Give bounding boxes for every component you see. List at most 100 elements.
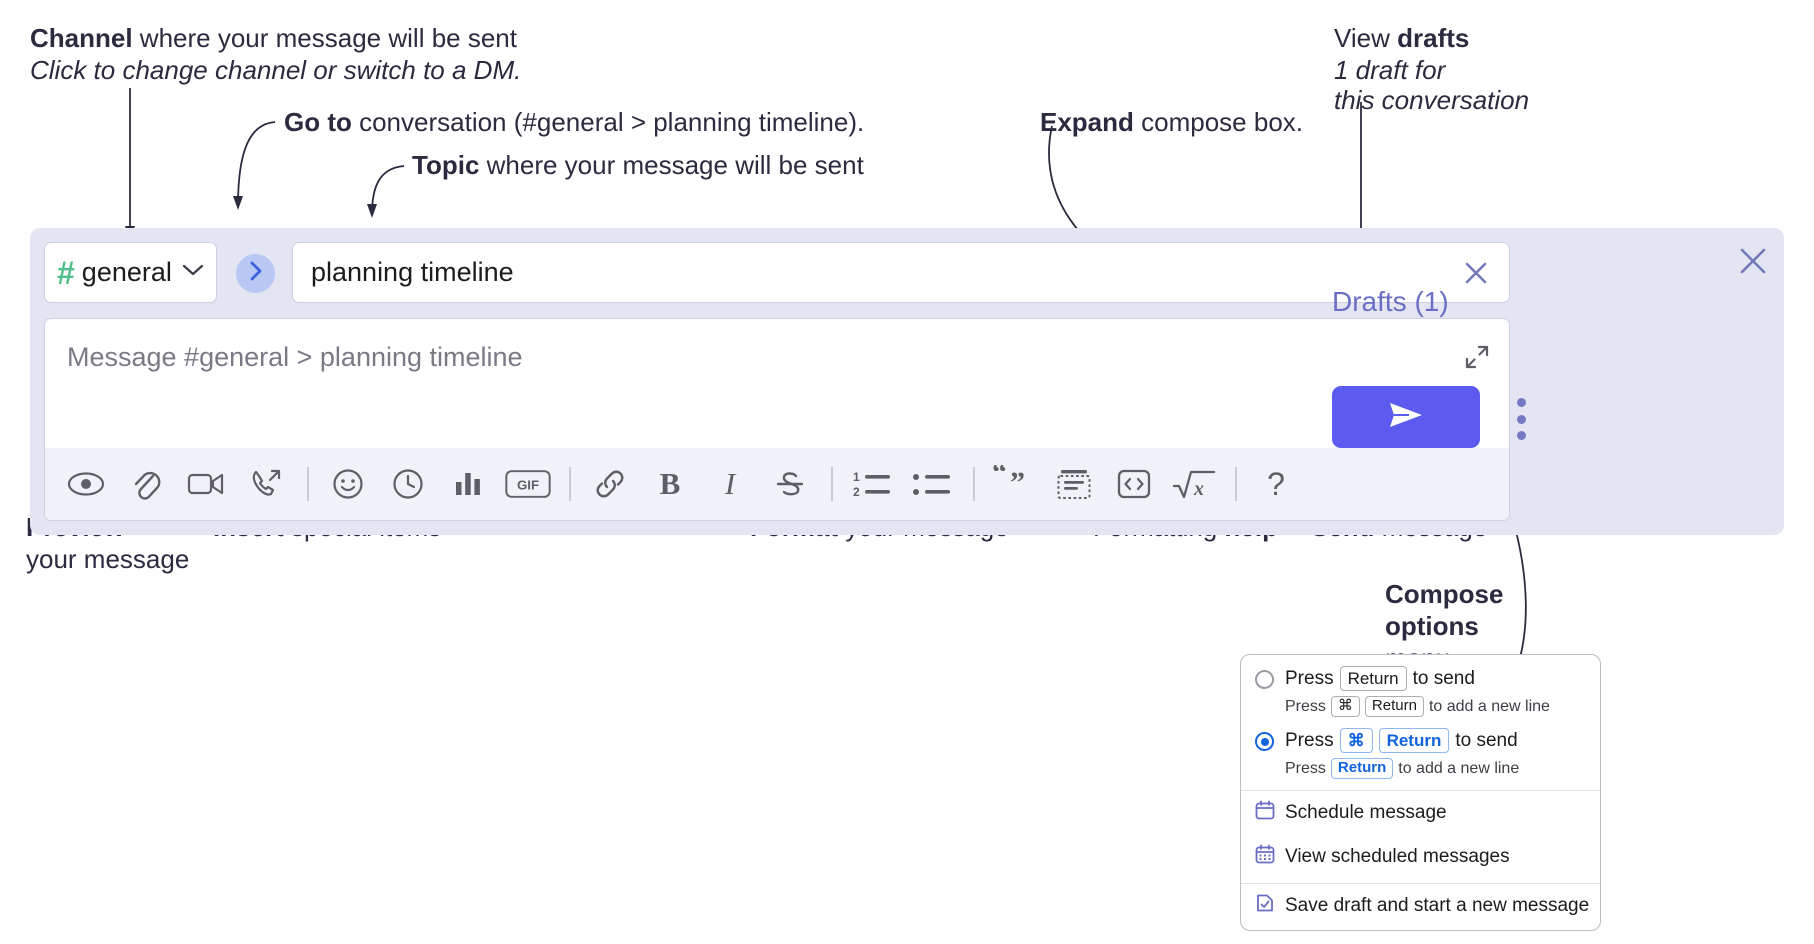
send-option-cmd-return[interactable]: Press ⌘ Return to send Press Return to a… [1241,717,1600,779]
poll-button[interactable] [445,461,491,507]
bold-label: B [659,466,681,501]
italic-button[interactable]: I [707,461,753,507]
menu-item-view-scheduled-messages[interactable]: View scheduled messages [1241,835,1600,879]
annotation-drafts-bold: drafts [1397,23,1470,53]
key-return: Return [1378,728,1450,754]
toolbar-divider [973,467,975,501]
send-paper-plane-icon [1383,398,1429,437]
quote-glyph: “ ” [992,456,1036,503]
annotation-drafts-line1: View drafts [1334,22,1469,55]
question-mark-icon: ? [1267,465,1285,502]
message-input[interactable]: Message #general > planning timeline [67,342,523,372]
italic-label: I [724,466,736,501]
gif-label: GIF [517,477,539,492]
menu-item-label: Save draft and start a new message [1285,895,1590,916]
key-return: Return [1339,666,1407,692]
annotation-expand-rest: compose box. [1133,107,1304,137]
svg-text:1: 1 [853,470,860,484]
preview-button[interactable] [63,461,109,507]
annotation-goto-rest: conversation (#general > planning timeli… [351,107,865,137]
send-option-return[interactable]: Press Return to send Press ⌘ Return to a… [1241,655,1600,717]
menu-item-schedule-message[interactable]: Schedule message [1241,791,1600,835]
hash-icon: # [57,254,75,291]
send-option-cmd-return-main: Press ⌘ Return to send [1285,728,1519,754]
annotation-drafts-pre: View [1334,23,1398,53]
annotation-preview-line2: your message [26,544,190,574]
menu-divider [1241,883,1600,884]
menu-divider [1241,790,1600,791]
math-button[interactable]: x [1171,461,1217,507]
compose-options-button[interactable] [1507,398,1535,440]
strikethrough-button[interactable] [767,461,813,507]
toolbar-divider [1235,467,1237,501]
annotation-compose-options-line2: options [1385,610,1479,643]
more-vertical-dot [1516,398,1526,407]
send-option-return-main: Press Return to send [1285,666,1550,692]
annotation-compose-options-line1: Compose [1385,578,1503,611]
toolbar-divider [569,467,571,501]
key-return: Return [1330,758,1394,779]
send-option-cmd-return-sub: Press Return to add a new line [1285,758,1519,779]
schedule-button[interactable] [385,461,431,507]
menu-item-save-draft[interactable]: Save draft and start a new message [1241,884,1600,928]
compose-header-row: # general planning timeline [44,242,1510,305]
formatting-help-button[interactable]: ? [1253,461,1299,507]
more-vertical-dot [1516,431,1526,440]
radio-return[interactable] [1255,670,1274,689]
menu-item-label: View scheduled messages [1285,846,1510,867]
key-command: ⌘ [1339,728,1373,754]
compose-options-menu: Press Return to send Press ⌘ Return to a… [1240,654,1601,931]
close-compose-button[interactable] [1735,243,1771,279]
annotation-goto: Go to conversation (#general > planning … [284,106,864,139]
compose-inner: # general planning timeline Message #gen… [44,242,1510,521]
svg-text:2: 2 [853,485,860,499]
annotation-channel-bold: Channel [30,23,133,53]
drafts-link[interactable]: Drafts (1) [1332,286,1449,317]
radio-cmd-return[interactable] [1255,732,1274,751]
press-label: Press [1285,667,1334,689]
toolbar-divider [831,467,833,501]
annotation-expand-bold: Expand [1040,107,1134,137]
annotation-expand: Expand compose box. [1040,106,1303,139]
topic-value: planning timeline [311,257,514,287]
key-command: ⌘ [1330,696,1360,717]
channel-selector[interactable]: # general [44,242,217,303]
save-draft-icon [1255,893,1275,919]
menu-item-label: Schedule message [1285,802,1447,823]
code-inline-button[interactable] [1111,461,1157,507]
video-clip-button[interactable] [183,461,229,507]
annotation-channel-line2: Click to change channel or switch to a D… [30,55,522,85]
gif-button[interactable]: GIF [505,461,551,507]
annotation-drafts-line2: 1 draft for [1334,55,1446,85]
send-option-return-sub: Press ⌘ Return to add a new line [1285,696,1550,717]
topic-clear-icon[interactable] [1459,256,1493,290]
blockquote-button[interactable]: “ ” [991,456,1037,507]
go-to-conversation-button[interactable] [236,254,275,293]
audio-clip-button[interactable] [243,461,289,507]
chevron-down-icon [182,263,204,282]
attach-file-button[interactable] [123,461,169,507]
calendar-grid-icon [1255,844,1275,870]
bold-button[interactable]: B [647,461,693,507]
channel-name: general [81,257,172,287]
expand-compose-icon[interactable] [1461,341,1493,373]
annotation-goto-bold: Go to [284,107,352,137]
annotation-topic: Topic where your message will be sent [412,149,864,182]
bulleted-list-button[interactable] [909,461,955,507]
annotation-topic-bold: Topic [412,150,480,180]
send-button[interactable] [1332,386,1480,448]
svg-text:“: “ [992,465,1007,489]
annotation-topic-rest: where your message will be sent [479,150,864,180]
key-return: Return [1364,696,1424,717]
message-input-card: Message #general > planning timeline [44,318,1510,521]
press-label: Press [1285,697,1326,715]
to-send-label: to send [1412,667,1475,689]
code-block-button[interactable] [1051,461,1097,507]
topic-input[interactable]: planning timeline [292,242,1510,303]
link-button[interactable] [587,461,633,507]
annotation-channel-rest: where your message will be sent [132,23,517,53]
emoji-button[interactable] [325,461,371,507]
press-label: Press [1285,759,1326,777]
annotation-drafts-line3: this conversation [1334,85,1530,115]
